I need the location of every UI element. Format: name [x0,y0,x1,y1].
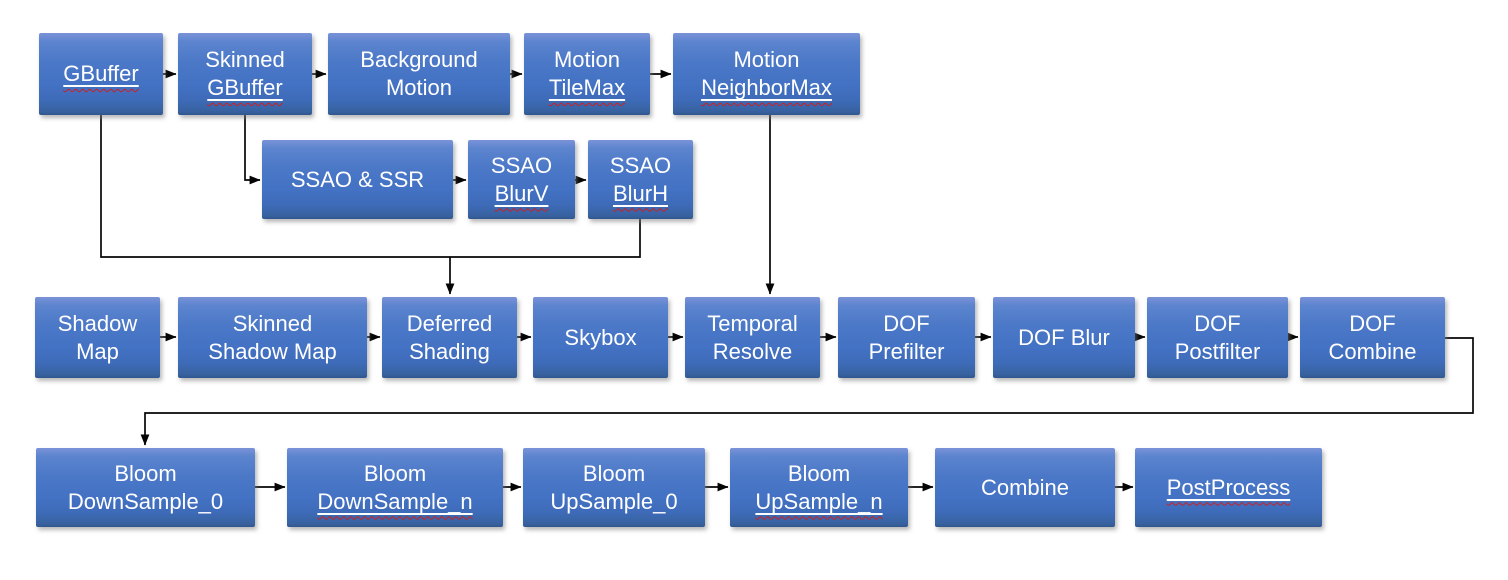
node-label-line: GBuffer [63,60,138,88]
node-bloom-upsample-n[interactable]: Bloom UpSample_n [730,448,908,527]
node-label: BlurV [494,180,549,206]
node-label-line: Skybox [564,324,637,350]
node-skinned-gbuffer[interactable]: Skinned GBuffer [178,33,312,115]
node-label-line: Temporal [707,310,798,336]
node-label: PostProcess [1166,474,1291,500]
connector-dof-combine-bloom-downsample-0[interactable] [140,337,1474,446]
node-bloom-downsample-0[interactable]: Bloom DownSample_0 [36,448,255,527]
node-ssao-blurh[interactable]: SSAO BlurH [588,140,693,219]
node-label-line: Shadow Map [208,338,337,364]
node-background-motion[interactable]: Background Motion [328,33,510,115]
spellcheck-underline: GBuffer [63,61,138,86]
node-ssao-ssr[interactable]: SSAO & SSR [262,140,453,219]
node-label-line: Skinned [205,47,285,72]
node-label-line: Shading [409,338,490,364]
node-skinned-shadow-map[interactable]: Skinned Shadow Map [178,297,367,378]
node-label-line: Bloom [114,460,177,486]
node-dof-postfilter[interactable]: DOF Postfilter [1147,297,1288,378]
node-label-line: DOF [1194,310,1241,336]
node-label-line: Motion [733,47,800,72]
node-label-line: Postfilter [1174,338,1261,364]
node-skybox[interactable]: Skybox [533,297,668,378]
node-label-line: Motion [553,47,621,72]
node-label: TileMax [548,75,626,100]
node-dof-blur[interactable]: DOF Blur [993,297,1135,378]
node-label-line: DOF Blur [1018,324,1110,350]
connector-skinned-gbuffer-ssao-ssr[interactable] [244,115,261,185]
node-label: NeighborMax [701,75,832,100]
node-temporal-resolve[interactable]: Temporal Resolve [685,297,820,378]
node-label-line: DOF [883,310,930,336]
connector-ssao-blurh-deferred-shading[interactable] [450,219,641,258]
node-label-line: GBuffer [207,74,282,102]
node-bloom-downsample-n[interactable]: Bloom DownSample_n [287,448,503,527]
node-label-line: Bloom [582,460,646,486]
node-shadow-map[interactable]: Shadow Map [35,297,160,378]
node-label-line: Skinned [232,310,313,336]
node-bloom-upsample-0[interactable]: Bloom UpSample_0 [523,448,705,527]
node-label-line: SSAO [609,152,672,178]
node-label-line: Map [76,338,119,364]
node-motion-tilemax[interactable]: Motion TileMax [524,33,650,115]
spellcheck-underline: BlurV [495,181,549,206]
spellcheck-underline: GBuffer [207,75,282,100]
connector-gbuffer-deferred-shading[interactable] [100,115,450,258]
node-label-line: Resolve [712,338,793,364]
node-label-line: PostProcess [1167,474,1291,502]
node-label-line: BlurH [613,180,668,208]
node-dof-prefilter[interactable]: DOF Prefilter [838,297,975,378]
node-dof-combine[interactable]: DOF Combine [1300,297,1445,378]
node-label-line: BlurV [495,180,549,208]
spellcheck-underline: TileMax [549,75,625,100]
node-label-line: SSAO [490,152,553,178]
spellcheck-underline: UpSample_n [755,489,882,514]
node-label: GBuffer [63,61,139,86]
node-label-line: Combine [980,474,1070,500]
node-label: GBuffer [207,75,283,100]
node-label-line: Background [360,47,478,72]
node-label-line: DownSample_0 [67,488,224,514]
spellcheck-underline: BlurH [613,181,668,206]
node-motion-neighbormax[interactable]: Motion NeighborMax [673,33,860,115]
node-label: UpSample_n [755,488,883,514]
node-label-line: DownSample_n [317,488,472,516]
node-label-line: Bloom [787,460,851,486]
node-label-line: SSAO & SSR [290,166,425,192]
node-label: BlurH [612,180,668,206]
node-label-line: Combine [1328,338,1417,364]
spellcheck-underline: NeighborMax [701,75,832,100]
node-label-line: NeighborMax [701,74,832,102]
node-label-line: Prefilter [868,338,945,364]
node-combine[interactable]: Combine [935,448,1115,527]
node-label: DownSample_n [317,488,473,514]
node-label-line: Deferred [406,310,493,336]
spellcheck-underline: PostProcess [1167,475,1291,500]
node-gbuffer[interactable]: GBuffer [39,33,163,115]
node-deferred-shading[interactable]: Deferred Shading [382,297,517,378]
node-label-line: Bloom [363,460,427,486]
spellcheck-underline: DownSample_n [317,489,472,514]
node-label-line: Motion [385,75,453,100]
node-label-line: Shadow [57,310,138,336]
node-label-line: DOF [1349,310,1396,336]
node-ssao-blurv[interactable]: SSAO BlurV [468,140,575,219]
node-label-line: TileMax [549,74,625,102]
node-label-line: UpSample_n [755,488,882,516]
node-label-line: UpSample_0 [550,488,678,514]
node-postprocess[interactable]: PostProcess [1135,448,1322,527]
